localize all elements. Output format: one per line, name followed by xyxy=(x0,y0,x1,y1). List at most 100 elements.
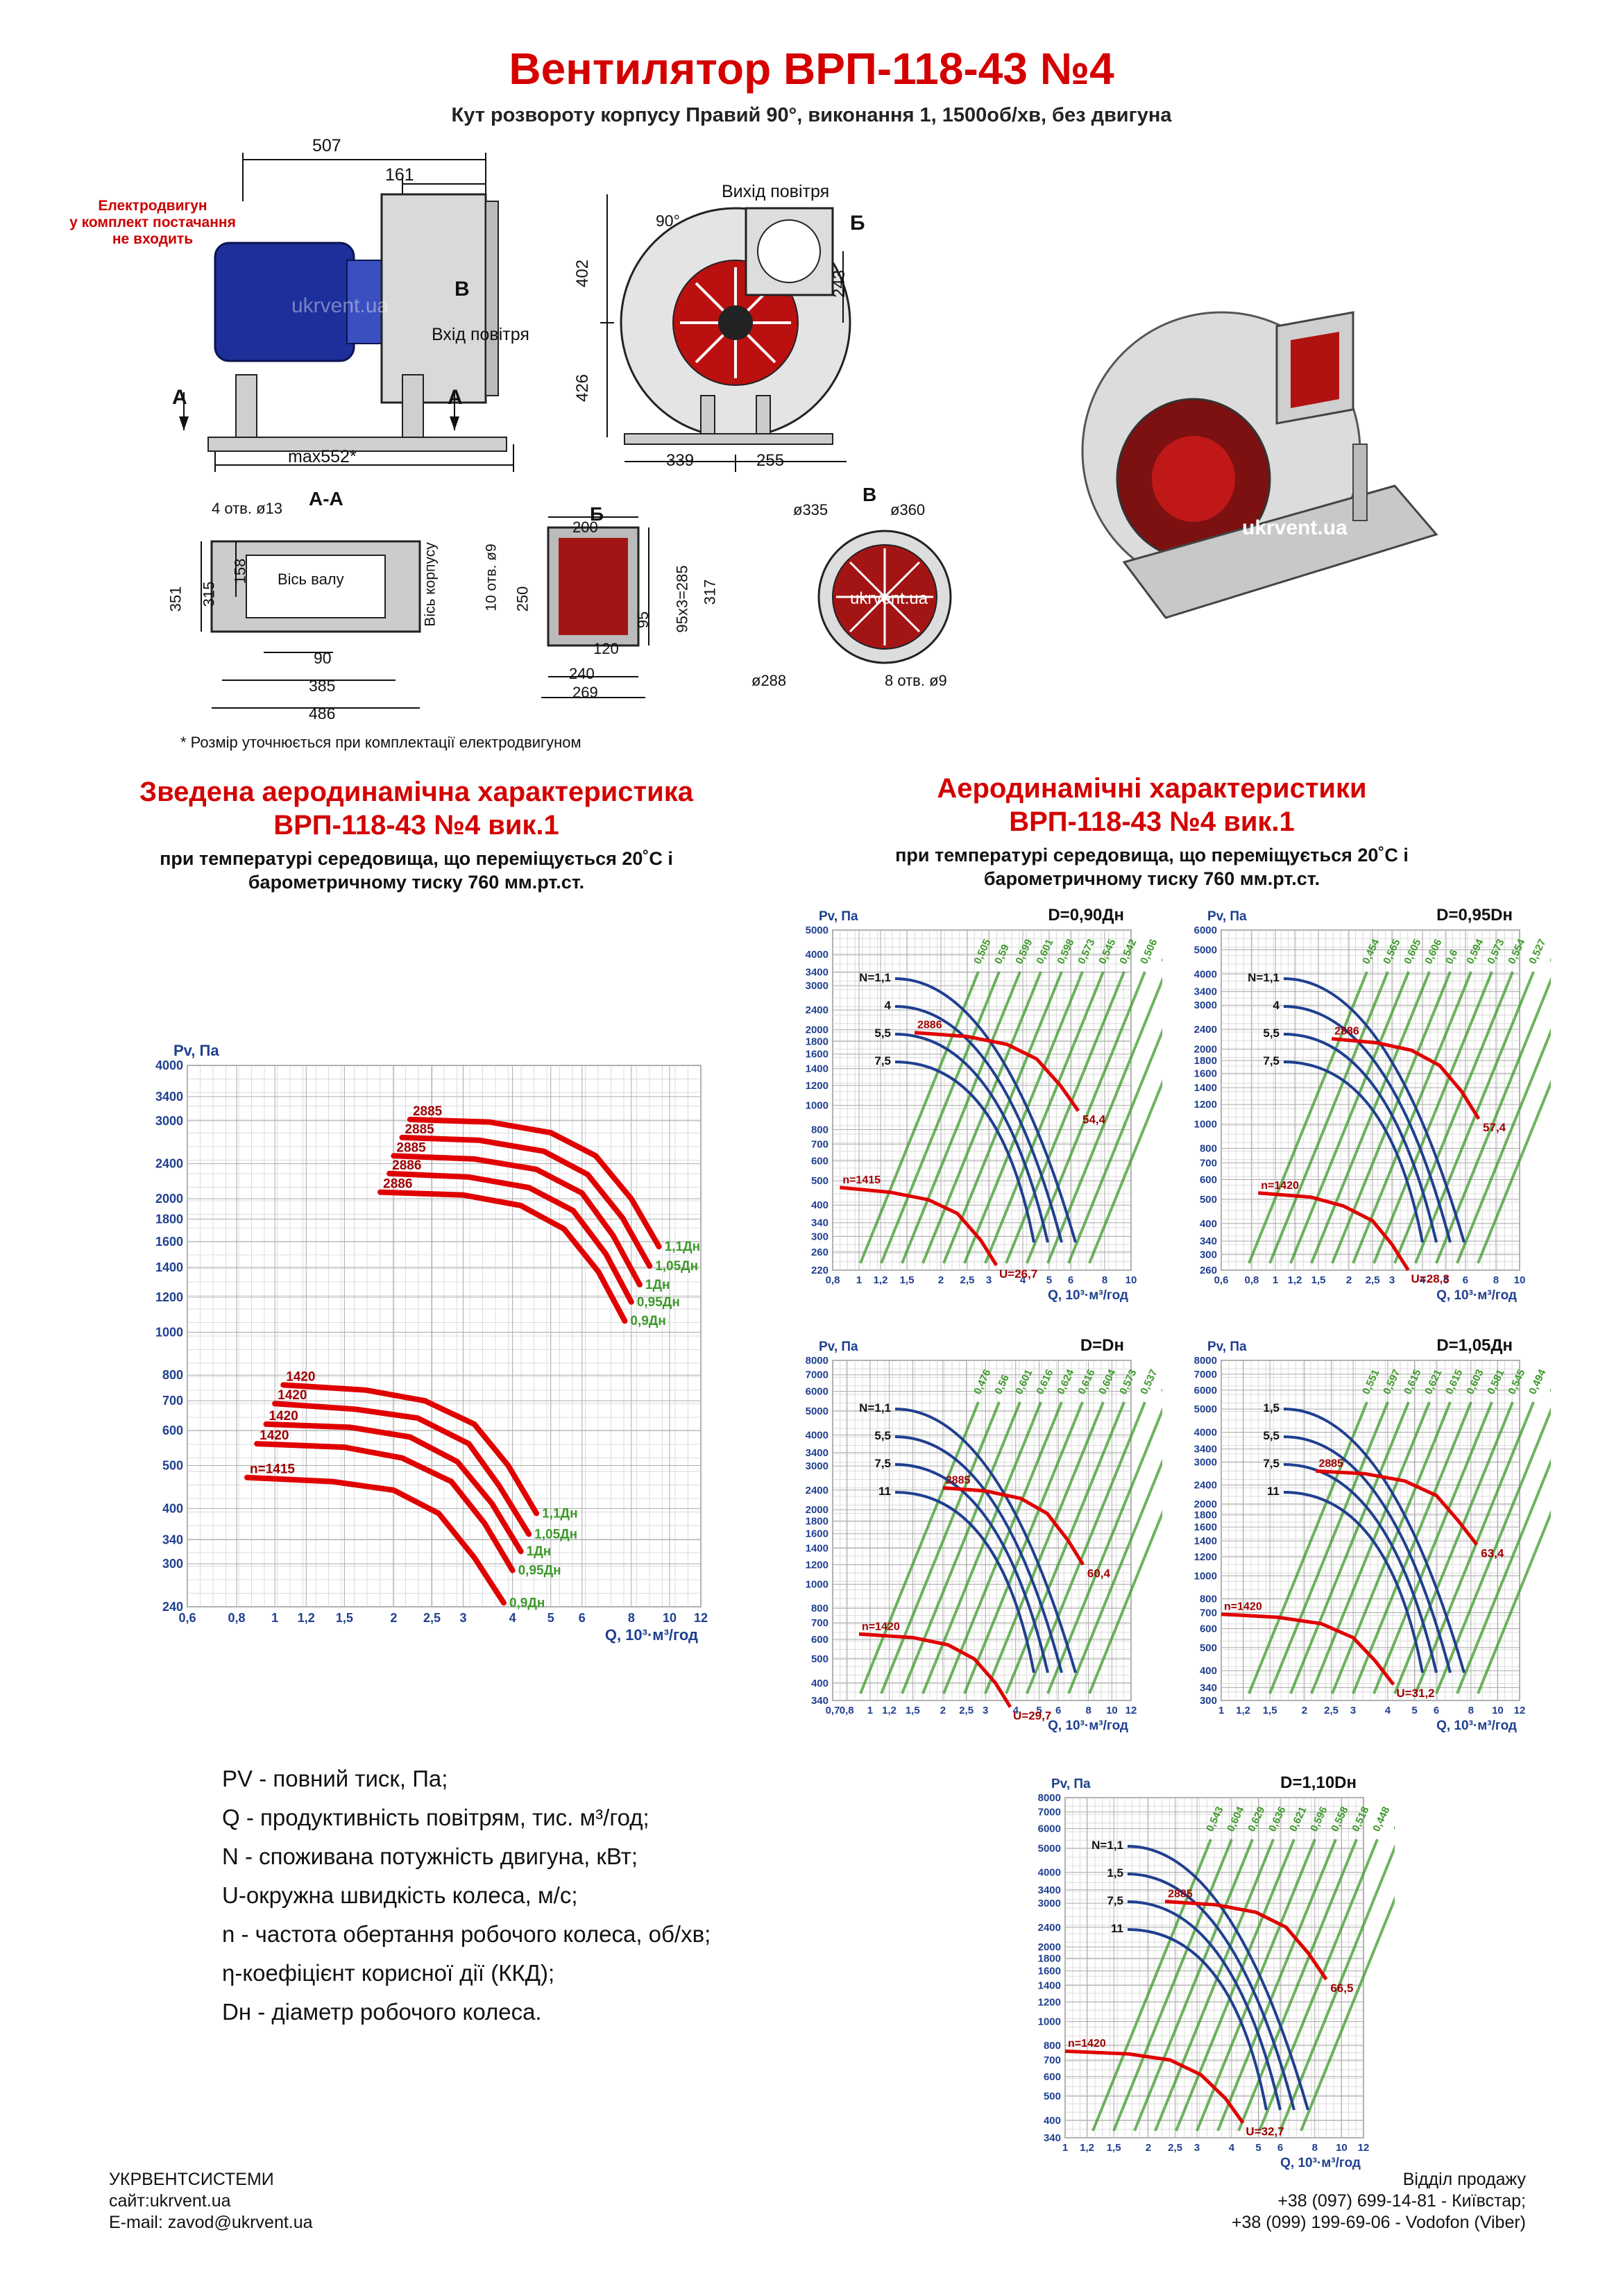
power-label: 11 xyxy=(878,1485,891,1498)
y-tick-label: 400 xyxy=(162,1501,183,1515)
footer-right: Відділ продажу +38 (097) 699-14-81 - Киї… xyxy=(1232,2169,1526,2234)
x-tick-label: 2,5 xyxy=(960,1274,975,1286)
y-tick-label: 6000 xyxy=(1194,925,1217,936)
high-speed-curve xyxy=(1164,1900,1328,1981)
y-tick-label: 400 xyxy=(1200,1218,1217,1230)
power-curve xyxy=(1127,1873,1295,2111)
tip-speed-high: 54,4 xyxy=(1082,1113,1106,1126)
series-speed-label: 1420 xyxy=(269,1409,298,1424)
dim-315: 315 xyxy=(200,581,218,607)
y-axis-label: Pv, Па xyxy=(173,1042,219,1059)
efficiency-line xyxy=(1005,971,1125,1264)
efficiency-label: 0,497 xyxy=(1547,937,1551,965)
efficiency-line xyxy=(1258,1839,1379,2132)
series-diameter-label: 1Дн xyxy=(645,1278,670,1292)
y-tick-label: 1800 xyxy=(1194,1510,1217,1521)
x-tick-label: 1,5 xyxy=(1263,1705,1277,1716)
y-tick-label: 4000 xyxy=(806,949,829,961)
tip-speed-low: U=31,2 xyxy=(1396,1687,1434,1700)
series-speed-label: 1420 xyxy=(286,1369,315,1384)
y-tick-label: 600 xyxy=(1044,2071,1061,2083)
y-tick-label: 2000 xyxy=(1038,1941,1061,1953)
efficiency-label: 0,448 xyxy=(1370,1805,1392,1833)
tip-speed-high: 63,4 xyxy=(1481,1547,1504,1560)
legend-definition: -окружна швидкість колеса, м/с; xyxy=(238,1882,578,1908)
power-label: 4 xyxy=(1273,999,1280,1012)
y-tick-label: 8000 xyxy=(1194,1355,1217,1367)
legend-definition: - діаметр робочого колеса. xyxy=(251,1999,542,2025)
y-tick-label: 1000 xyxy=(1194,1570,1217,1582)
y-tick-label: 800 xyxy=(1200,1594,1217,1605)
efficiency-line xyxy=(1154,1839,1275,2132)
y-tick-label: 500 xyxy=(1200,1642,1217,1654)
company-email[interactable]: E-mail: zavod@ukrvent.ua xyxy=(109,2213,313,2232)
tip-speed-low: U=26,7 xyxy=(999,1267,1037,1281)
y-tick-label: 1400 xyxy=(155,1260,183,1274)
series-diameter-label: 1,1Дн xyxy=(542,1506,577,1521)
power-label: 7,5 xyxy=(874,1054,891,1067)
efficiency-line xyxy=(1237,1839,1358,2132)
y-tick-label: 2000 xyxy=(155,1192,183,1206)
y-tick-label: 1600 xyxy=(806,1528,829,1540)
y-tick-label: 400 xyxy=(811,1678,829,1689)
y-tick-label: 220 xyxy=(811,1265,829,1276)
high-speed-label: 2885 xyxy=(946,1475,971,1487)
power-curve xyxy=(894,1491,1035,1673)
dim-95: 95 xyxy=(634,611,652,629)
tip-speed-low: U=29,7 xyxy=(1013,1709,1051,1722)
b-holes: 10 отв. ø9 xyxy=(483,543,500,611)
power-curve xyxy=(1283,1033,1438,1243)
y-tick-label: 5000 xyxy=(1194,944,1217,956)
x-tick-label: 5 xyxy=(1255,2142,1261,2154)
section-aa-drawing xyxy=(201,540,421,709)
power-label: N=1,1 xyxy=(859,971,891,984)
x-tick-label: 2,5 xyxy=(1324,1705,1339,1716)
series-speed-label: 2885 xyxy=(396,1140,426,1155)
angle-label: 90° xyxy=(656,212,680,230)
dim-158: 158 xyxy=(231,558,249,584)
y-tick-label: 1800 xyxy=(155,1212,183,1226)
x-tick-label: 4 xyxy=(1013,1705,1019,1716)
phone-vodafone[interactable]: +38 (099) 199-69-06 - Vodofon (Viber) xyxy=(1231,2213,1526,2232)
y-tick-label: 1400 xyxy=(1038,1980,1061,1991)
section-v-drawing: ukrvent.ua xyxy=(817,530,952,664)
x-axis-label: Q, 10³·м³/год xyxy=(605,1626,698,1644)
series-speed-label: 2885 xyxy=(413,1104,443,1119)
dim-max552: max552* xyxy=(288,447,357,466)
x-tick-label: 3 xyxy=(460,1611,467,1625)
side-view-drawing: ukrvent.ua xyxy=(179,153,514,472)
x-tick-label: 5 xyxy=(547,1611,554,1625)
dim-243: 243 xyxy=(830,269,849,298)
legend-term: Dн xyxy=(222,1999,252,2025)
dim-269: 269 xyxy=(572,684,598,701)
y-tick-label: 1200 xyxy=(806,1080,829,1092)
x-tick-label: 3 xyxy=(1350,1705,1356,1716)
efficiency-line xyxy=(880,1401,1001,1694)
legend-row: n - частота обертання робочого колеса, о… xyxy=(222,1915,711,1954)
x-tick-label: 0,7 xyxy=(826,1705,840,1716)
phone-kyivstar[interactable]: +38 (097) 699-14-81 - Київстар; xyxy=(1277,2191,1526,2211)
y-tick-label: 1800 xyxy=(806,1515,829,1527)
x-tick-label: 12 xyxy=(1514,1705,1526,1716)
y-tick-label: 2400 xyxy=(1194,1024,1217,1036)
y-tick-label: 340 xyxy=(1044,2132,1061,2144)
series-diameter-label: 1,1Дн xyxy=(665,1240,700,1254)
x-tick-label: 4 xyxy=(1020,1274,1026,1286)
y-tick-label: 340 xyxy=(1200,1235,1217,1247)
summary-conditions: при температурі середовища, що переміщує… xyxy=(160,848,673,893)
series-line xyxy=(407,1116,662,1250)
legend-row: Q - продуктивність повітрям, тис. м³/год… xyxy=(222,1798,711,1837)
legend-row: U-окружна швидкість колеса, м/с; xyxy=(222,1876,711,1915)
company-site[interactable]: сайт:ukrvent.ua xyxy=(109,2191,231,2211)
legend-term: η xyxy=(222,1960,235,1986)
power-curve xyxy=(1127,1928,1268,2111)
series-diameter-label: 0,9Дн xyxy=(630,1314,665,1328)
high-speed-curve xyxy=(942,1486,1085,1566)
low-speed-label: n=1415 xyxy=(842,1174,881,1186)
efficiency-line xyxy=(1477,1510,1551,1694)
x-tick-label: 0,6 xyxy=(178,1611,196,1625)
efficiency-line xyxy=(1067,1028,1162,1264)
y-tick-label: 340 xyxy=(1200,1682,1217,1694)
x-tick-label: 2 xyxy=(390,1611,397,1625)
